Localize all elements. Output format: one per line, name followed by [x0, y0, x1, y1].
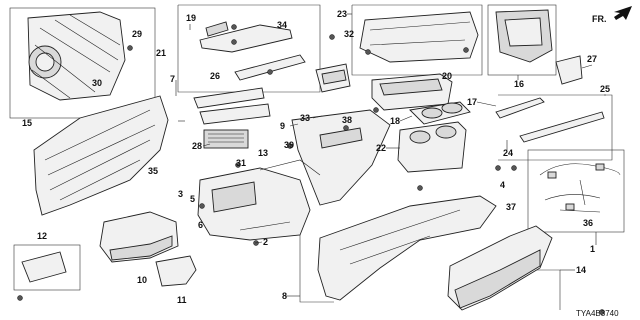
callout-17: 17 — [467, 97, 477, 107]
callout-31: 31 — [236, 158, 246, 168]
front-direction-indicator: FR. — [592, 6, 632, 24]
callout-37: 37 — [506, 202, 516, 212]
callout-labels: 1 2 3 4 5 6 7 8 9 10 11 12 13 14 15 16 1… — [22, 9, 610, 305]
callout-10: 10 — [137, 275, 147, 285]
callout-39: 39 — [284, 140, 294, 150]
part-15-side-panel — [27, 11, 126, 101]
callout-16: 16 — [514, 79, 524, 89]
part-9-bezel — [291, 109, 391, 206]
callout-24: 24 — [503, 148, 513, 158]
part-22-cupholder-base — [397, 121, 467, 173]
console-body — [197, 159, 321, 241]
callout-27: 27 — [587, 54, 597, 64]
fasteners — [17, 24, 605, 315]
callout-19: 19 — [186, 13, 196, 23]
callout-21: 21 — [156, 48, 166, 58]
callout-8: 8 — [282, 291, 287, 301]
part-17-24-rails — [495, 97, 605, 143]
direction-label: FR. — [592, 14, 607, 24]
frame-8 — [299, 225, 334, 303]
part-10-armrest — [99, 211, 179, 263]
part-19-21-26-brackets — [199, 21, 306, 81]
part-28-mat — [203, 129, 249, 149]
part-1-wire-harness — [539, 163, 621, 213]
callout-14: 14 — [576, 265, 586, 275]
front-arrow-icon — [614, 6, 632, 20]
callout-36: 36 — [583, 218, 593, 228]
diagram-code: TYA4B3740 — [576, 309, 619, 318]
callout-23: 23 — [337, 9, 347, 19]
callout-7: 7 — [170, 74, 175, 84]
part-8-side-cover — [317, 195, 497, 301]
callout-33: 33 — [300, 113, 310, 123]
frame-1 — [527, 149, 625, 233]
callout-30: 30 — [92, 78, 102, 88]
callout-26: 26 — [210, 71, 220, 81]
frame-25 — [498, 94, 613, 161]
callout-22: 22 — [376, 143, 386, 153]
frame-16 — [487, 4, 557, 76]
callout-28: 28 — [192, 141, 202, 151]
part-23-frame — [359, 11, 479, 63]
part-20-storage-box — [371, 73, 453, 111]
callout-3: 3 — [178, 189, 183, 199]
frame-23-20 — [351, 4, 483, 76]
callout-35: 35 — [148, 166, 158, 176]
callout-9: 9 — [280, 121, 285, 131]
part-14-cover — [447, 225, 553, 311]
callout-13: 13 — [258, 148, 268, 158]
callout-34a: 34 — [277, 20, 287, 30]
leader-lines — [175, 13, 606, 297]
callout-2: 2 — [263, 237, 268, 247]
part-7-side-panel — [33, 95, 169, 216]
frame-12 — [13, 244, 81, 291]
callout-12: 12 — [37, 231, 47, 241]
callout-25: 25 — [600, 84, 610, 94]
part-18-cupholder — [409, 101, 471, 125]
part-27-bracket — [555, 55, 583, 85]
callout-1: 1 — [590, 244, 595, 254]
part-13-28-panels — [193, 87, 271, 149]
part-11-tray — [155, 255, 197, 287]
part-16-tray — [495, 9, 553, 63]
frame-19-21-26 — [177, 4, 321, 93]
callout-32: 32 — [344, 29, 354, 39]
callout-18: 18 — [390, 116, 400, 126]
callout-5: 5 — [190, 194, 195, 204]
callout-38: 38 — [342, 115, 352, 125]
part-31-small-box — [315, 63, 351, 93]
callout-11: 11 — [177, 295, 187, 305]
callout-20: 20 — [442, 71, 452, 81]
callout-6: 6 — [198, 220, 203, 230]
part-12-panel — [21, 251, 67, 283]
callout-15: 15 — [22, 118, 32, 128]
callout-29: 29 — [132, 29, 142, 39]
callout-4: 4 — [500, 180, 505, 190]
